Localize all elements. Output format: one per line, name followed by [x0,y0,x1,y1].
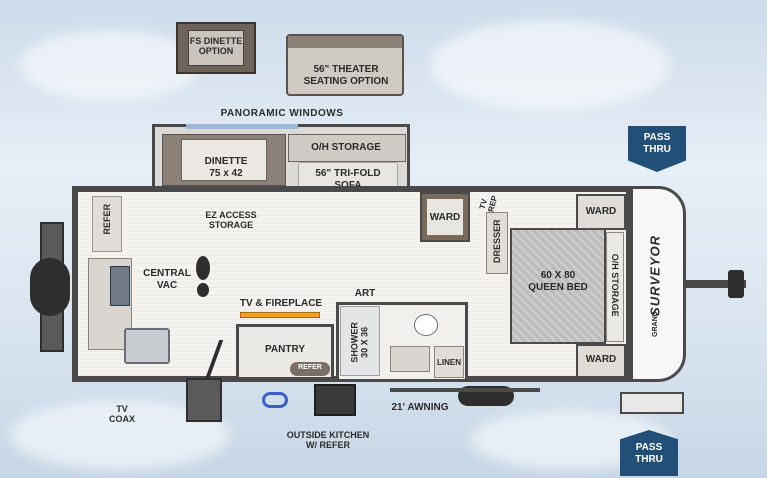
central-vac-label: CENTRAL VAC [143,268,191,291]
refer-rear-label: REFER [101,203,112,235]
sink [124,328,170,364]
linen [434,346,464,378]
refer-rear [92,196,122,252]
art-label: ART [354,288,376,299]
pass-thru-top-label: PASS THRU [643,132,671,155]
fs-dinette-option-label: FS DINETTE OPTION [189,36,243,57]
theater-seating-option [286,34,404,96]
outside-kitchen-label: OUTSIDE KITCHEN W/ REFER [286,430,370,451]
dresser [486,212,508,274]
tv-fireplace-label: TV & FIREPLACE [239,298,323,309]
panoramic-window [186,124,298,129]
shower [340,306,380,376]
fireplace [240,312,320,318]
front-bumper [620,392,684,414]
pantry-label: PANTRY [265,344,305,355]
cooktop [110,266,130,306]
refer-small-label: REFER [298,364,322,371]
fs-dinette-option [176,22,256,74]
linen-label: LINEN [437,358,461,367]
ward-left-label: WARD [429,212,461,223]
oh-storage-right-label: O/H STORAGE [610,253,621,317]
outside-steps [186,378,222,422]
cloud [20,30,200,100]
toilet [414,314,438,336]
hitch [686,280,746,288]
ward-left [420,192,470,242]
oh-storage-right [606,232,624,342]
queen-bed [510,228,606,344]
queen-bed-label: 60 X 80 QUEEN BED [528,270,588,293]
pass-thru-badge-top: PASS THRU [628,126,686,172]
shower-label: SHOWER 30 X 36 [349,322,370,363]
tongue-jack [728,270,744,298]
dinette-label: DINETTE 75 x 42 [204,156,248,179]
footprint-icon [194,254,212,298]
theater-seating-option-label: 56" THEATER SEATING OPTION [303,64,389,87]
ward-top [576,194,626,230]
front-cap [630,186,686,382]
panoramic-windows-label: PANORAMIC WINDOWS [220,108,344,119]
oh-storage-top-label: O/H STORAGE [311,142,381,153]
dinette [162,134,286,186]
dresser-label: DRESSER [491,219,502,263]
brand-logo: SURVEYOR [647,234,663,316]
cloud [430,20,670,110]
ez-access-storage-label: EZ ACCESS STORAGE [205,210,257,231]
oh-storage-top [288,134,406,162]
spare-tire [30,258,70,316]
refer-small [290,362,330,376]
ward-top-label: WARD [585,206,617,217]
awning [390,388,540,392]
ward-bottom [576,344,626,378]
ward-bottom-label: WARD [585,354,617,365]
tv-coax-label: TV COAX [108,404,135,425]
tri-fold-sofa-label: 56" TRI-FOLD SOFA [315,168,381,191]
outside-kitchen [314,384,356,416]
awning-label: 21' AWNING [391,402,449,413]
pass-thru-badge-bottom: PASS THRU [620,430,678,476]
vanity [390,346,430,372]
pass-thru-bottom-label: PASS THRU [635,442,663,465]
outside-kitchen-hose [262,392,288,408]
